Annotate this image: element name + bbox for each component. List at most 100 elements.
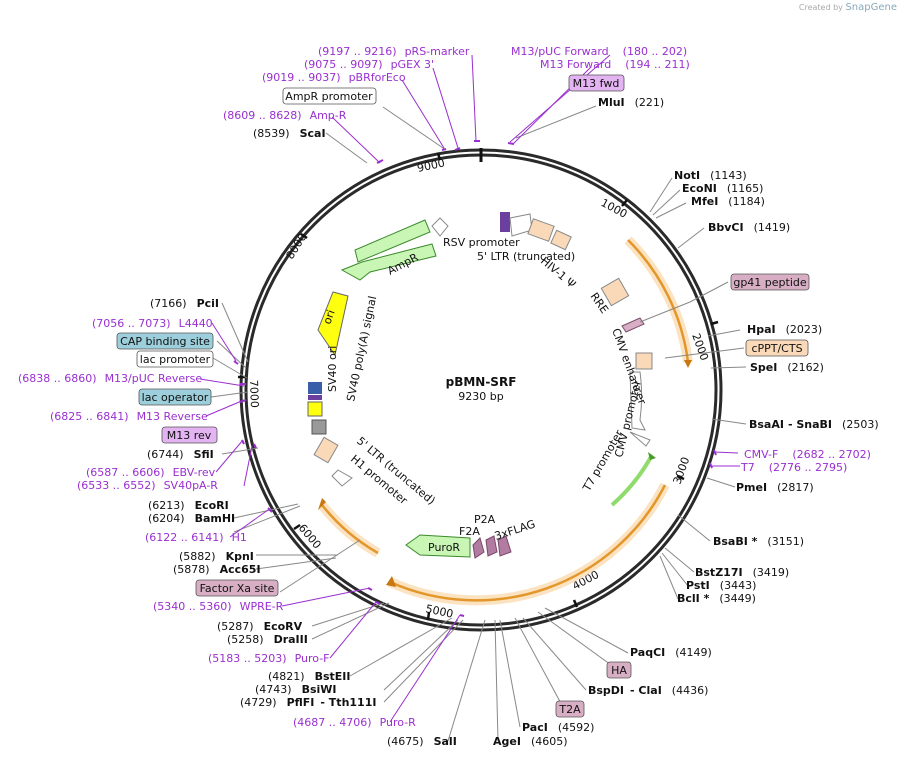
box-cppt-cts: cPPT/CTS [751, 342, 802, 355]
plasmid-name: pBMN-SRF [446, 375, 517, 389]
label-ori: ori [321, 308, 338, 326]
site-agei: AgeI(4605) [493, 735, 568, 748]
box-lac-promoter: lac promoter [140, 353, 211, 366]
primer-wpre-r: (5340 .. 5360)WPRE-R [153, 600, 284, 613]
feature-gp41 [621, 317, 645, 333]
feature-sv40-ori [307, 401, 323, 417]
watermark: Created by SnapGene [798, 2, 897, 13]
plasmid-length: 9230 bp [458, 390, 503, 403]
primer-m13-forward: M13 Forward(194 .. 211) [540, 58, 690, 71]
site-bcli: BclI *(3449) [677, 592, 756, 605]
feature-3xflag [497, 535, 512, 557]
site-psti: PstI(3443) [686, 579, 756, 592]
leader-lines [210, 105, 747, 742]
feature-cmv-t7-green [610, 454, 654, 507]
feature-arc-lower-left [318, 501, 381, 558]
primer-m13-reverse: (6825 .. 6841)M13 Reverse [50, 410, 208, 423]
label-ltr5: 5' LTR (truncated) [477, 250, 575, 263]
feature-hiv-psi [527, 218, 555, 242]
site-pcii: (7166)PciI [150, 297, 219, 310]
site-draiii: (5258)DraIII [227, 633, 308, 646]
feature-ltr5b [313, 436, 339, 464]
site-ecori: (6213)EcoRI [148, 499, 229, 512]
feature-puror [405, 534, 471, 558]
tick-9000: 9000 [416, 156, 446, 175]
site-bsteii: (4821)BstEII [268, 670, 350, 683]
feature-rsv-promoter [431, 217, 449, 237]
primer-puro-r: (4687 .. 4706)Puro-R [293, 716, 416, 729]
feature-gray-block [311, 419, 327, 435]
label-f2a: F2A [459, 525, 480, 538]
box-m13-fwd: M13 fwd [573, 77, 620, 90]
feature-h1-promoter [331, 469, 353, 487]
primer-prs-marker: (9197 .. 9216)pRS-marker [318, 45, 470, 58]
primer-ebv-rev: (6587 .. 6606)EBV-rev [86, 466, 216, 479]
site-bsabi: BsaBI *(3151) [713, 535, 804, 548]
feature-ltr5 [500, 212, 510, 232]
primer-t7: T7(2776 .. 2795) [740, 461, 847, 474]
feature-arc-gp41-region [624, 236, 693, 363]
site-bsiwi: (4743)BsiWI [255, 683, 337, 696]
primer-puro-f: (5183 .. 5203)Puro-F [208, 652, 330, 665]
tick-1000: 1000 [599, 196, 630, 221]
tick-7000: 7000 [247, 380, 261, 408]
site-spei: SpeI(2162) [750, 361, 824, 374]
site-econi: EcoNI(1165) [682, 182, 763, 195]
primer-l4440: (7056 .. 7073)L4440 [92, 317, 213, 330]
site-bspdi: BspDI- ClaI(4436) [588, 684, 708, 697]
primer-amp-r: (8609 .. 8628)Amp-R [223, 109, 347, 122]
label-3xflag: 3xFLAG [493, 517, 537, 542]
primer-h1: (6122 .. 6141)H1 [145, 531, 247, 544]
site-pmei: PmeI(2817) [736, 481, 814, 494]
label-puror: PuroR [428, 541, 460, 554]
feature-cmv-promoter [629, 371, 646, 431]
box-ha: HA [611, 664, 627, 677]
feature-ori [317, 291, 349, 357]
site-sali: (4675)SalI [387, 735, 457, 748]
label-sv40-ori: SV40 ori [326, 346, 339, 392]
feature-ampr [340, 243, 437, 281]
site-hpai: HpaI(2023) [747, 323, 822, 336]
site-noti: NotI(1143) [674, 169, 747, 182]
site-mfei: MfeI(1184) [691, 195, 765, 208]
primer-m13-puc-forward: M13/pUC Forward(180 .. 202) [511, 45, 687, 58]
feature-f2a [472, 537, 485, 559]
site-scai: (8539)ScaI [253, 127, 326, 140]
box-lac-operator: lac operator [142, 391, 209, 404]
site-kpni: (5882)KpnI [179, 550, 254, 563]
feature-p2a [485, 535, 498, 557]
site-acc65i: (5878)Acc65I [173, 563, 261, 576]
site-labels: MluI(221) NotI(1143) EcoNI(1165) MfeI(11… [147, 96, 879, 748]
site-ecorv: (5287)EcoRV [217, 620, 303, 633]
label-rsv-promoter: RSV promoter [443, 236, 520, 249]
primer-cmv-f: CMV-F(2682 .. 2702) [744, 448, 871, 461]
label-sv40-polya: SV40 poly(A) signal [344, 295, 379, 403]
box-t2a: T2A [558, 703, 581, 716]
primer-sv40pa-r: (6533 .. 6552)SV40pA-R [77, 479, 218, 492]
site-pflfi: (4729)PflFI- Tth111I [240, 696, 376, 709]
primer-pgex: (9075 .. 9097)pGEX 3' [304, 58, 434, 71]
primer-leaders [199, 54, 740, 723]
boxed-labels: M13 fwd gp41 peptide cPPT/CTS AmpR promo… [116, 74, 810, 718]
box-ampr-promoter: AmpR promoter [285, 90, 373, 103]
snapgene-logo: SnapGene [845, 2, 897, 13]
label-t7-promoter: T7 promoter [580, 427, 626, 494]
site-bstz17i: BstZ17I(3419) [695, 566, 789, 579]
feature-cmv-enhancer [635, 352, 653, 370]
tick-3000: 3000 [671, 455, 693, 486]
site-sfii: (6744)SfiI [147, 448, 214, 461]
box-m13-rev: M13 rev [167, 429, 212, 442]
site-mlui: MluI(221) [598, 96, 664, 109]
site-paci: PacI(4592) [522, 721, 594, 734]
label-p2a: P2A [474, 513, 496, 526]
site-bsaai: BsaAI- SnaBI(2503) [749, 418, 879, 431]
box-gp41: gp41 peptide [733, 276, 807, 289]
feature-rre [600, 277, 630, 307]
box-cap-binding-site: CAP binding site [120, 335, 210, 348]
site-paqci: PaqCI(4149) [630, 646, 712, 659]
primer-pbrforeco: (9019 .. 9037)pBRforEco [262, 71, 406, 84]
feature-sv40-polya [308, 382, 322, 394]
site-bbvci: BbvCI(1419) [708, 221, 790, 234]
primer-labels: (9197 .. 9216)pRS-marker (9075 .. 9097)p… [18, 45, 871, 729]
